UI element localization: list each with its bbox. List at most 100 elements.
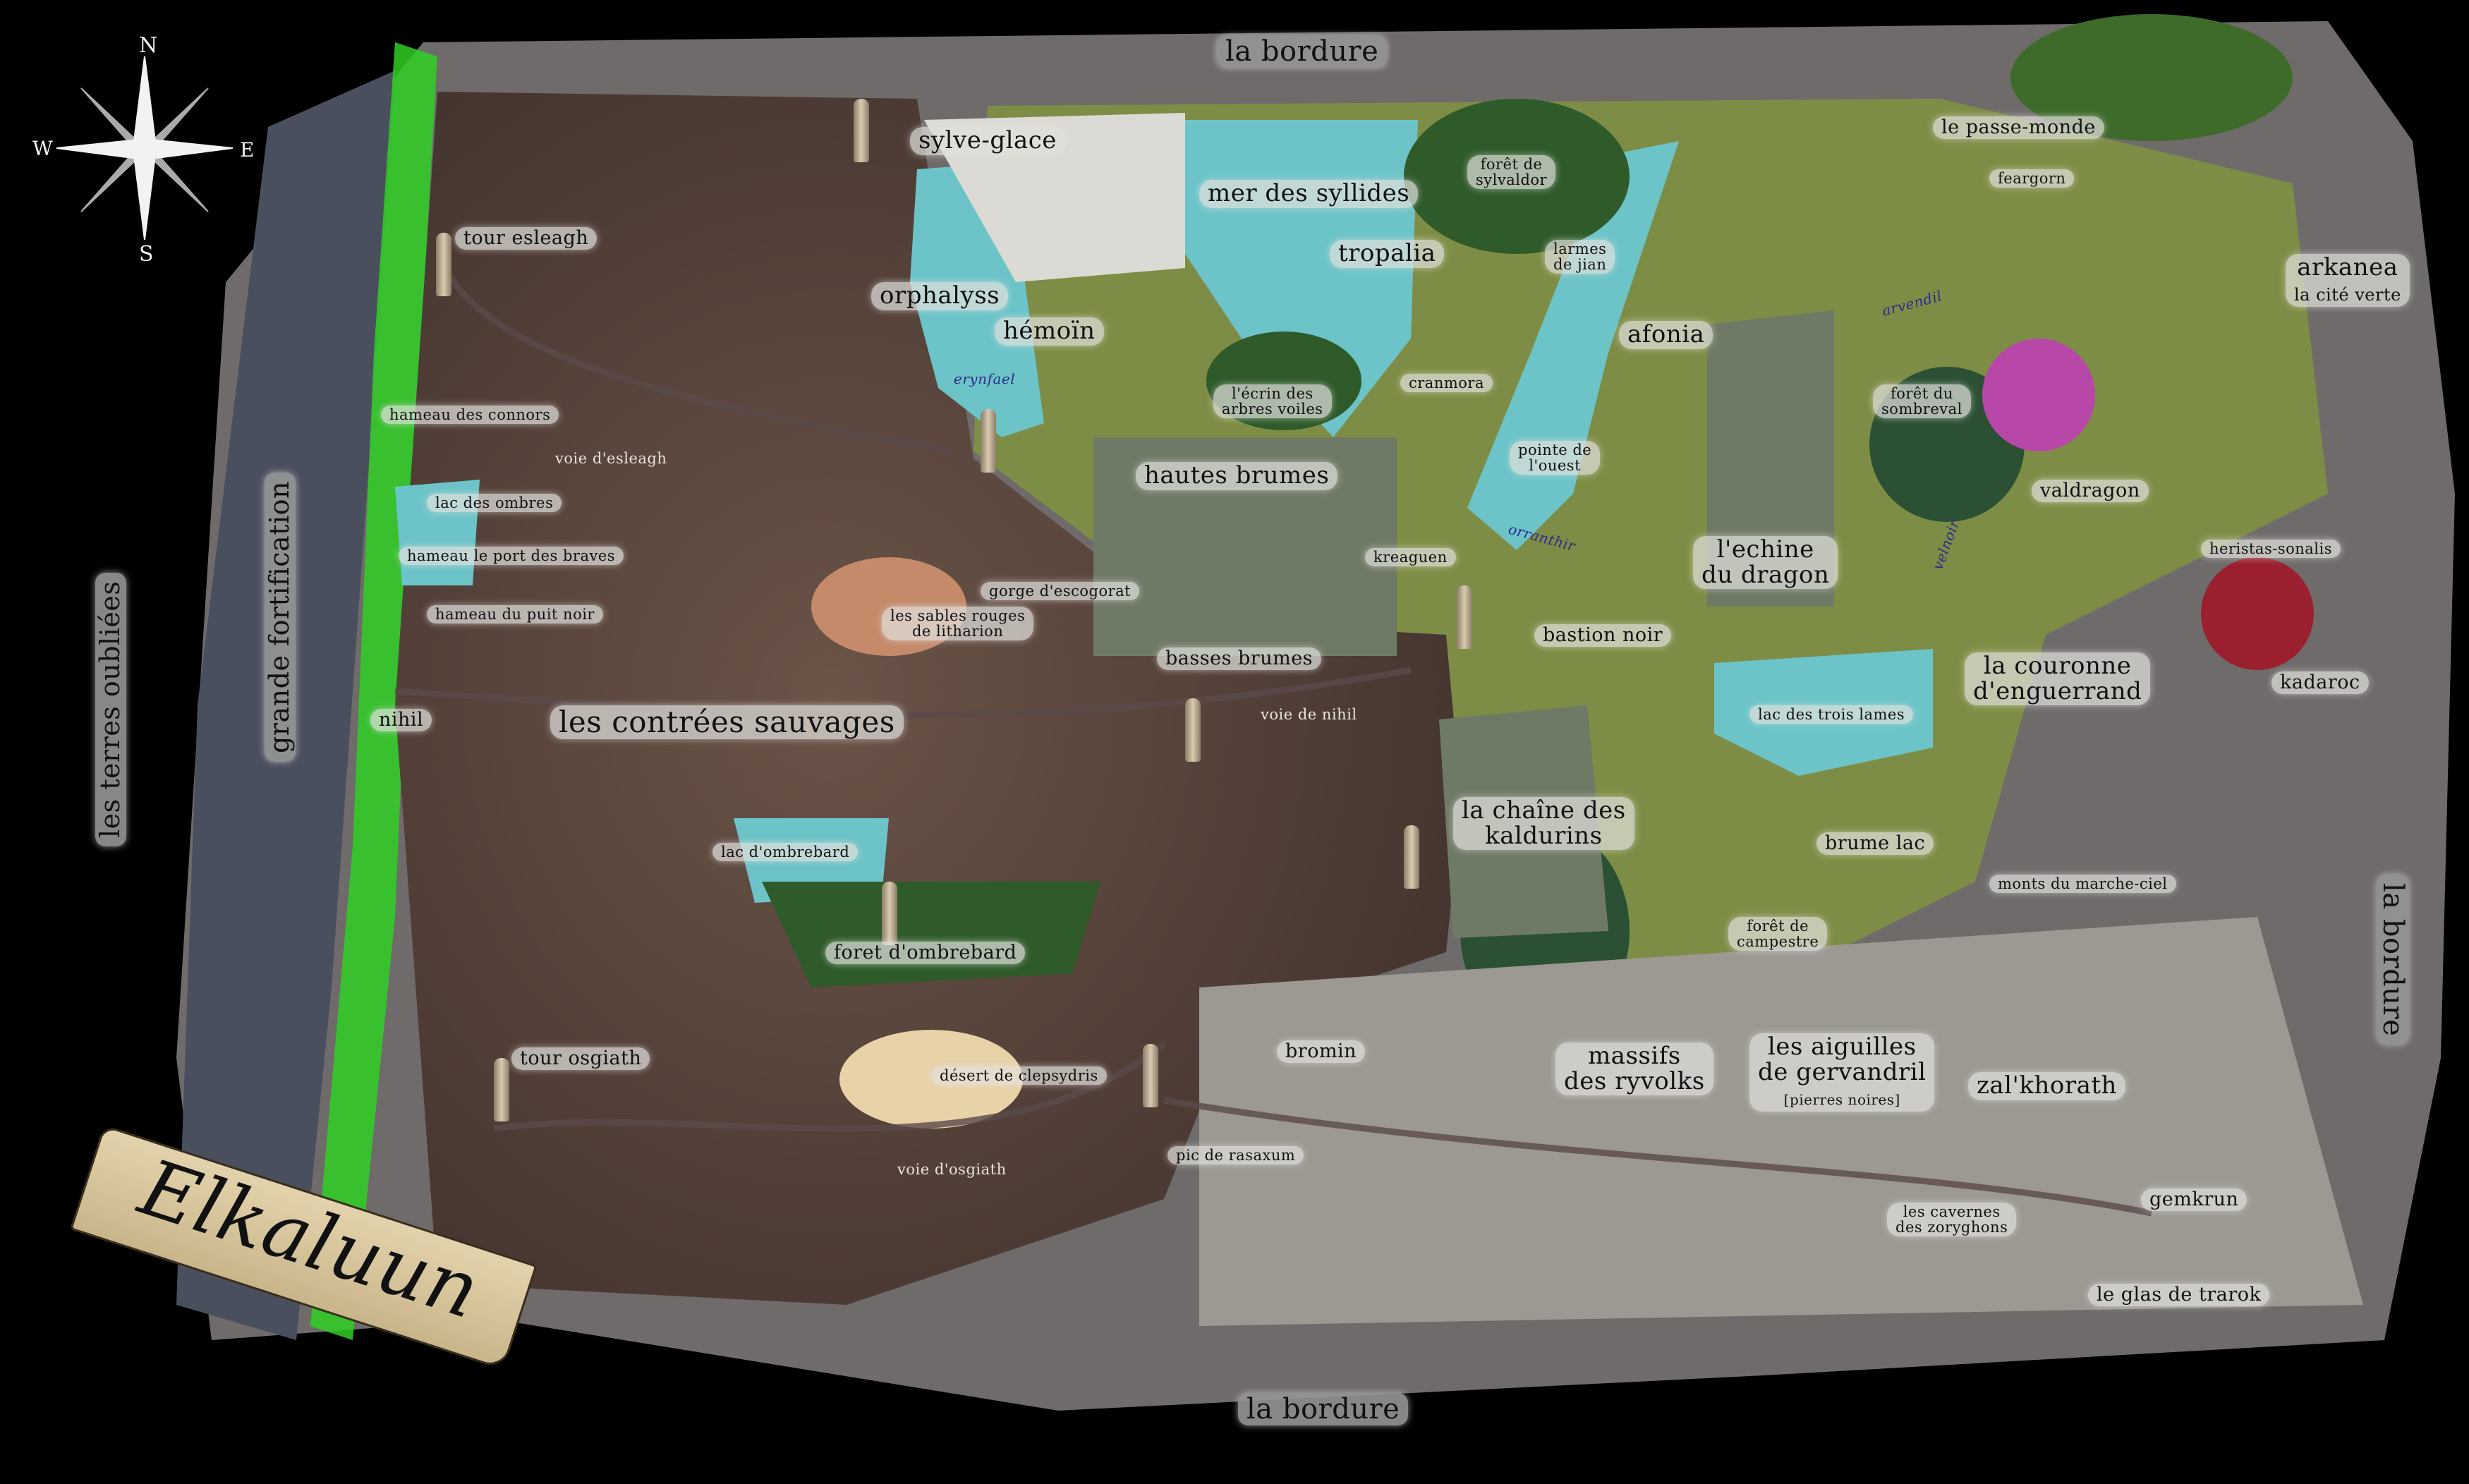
label-kaldurins-line1: la chaîne des <box>1462 796 1626 825</box>
tower-icon <box>882 882 897 945</box>
label-lac-ombrebard: lac d'ombrebard <box>712 843 859 862</box>
label-larmes-jian: larmes de jian <box>1545 240 1615 274</box>
label-echine-line2: du dragon <box>1701 560 1830 589</box>
label-hameau-puit: hameau du puit noir <box>427 605 603 624</box>
label-kreaguen: kreaguen <box>1365 548 1456 567</box>
label-cavernes-line1: les cavernes <box>1903 1203 2001 1220</box>
label-ecrin: l'écrin des arbres voiles <box>1213 384 1332 419</box>
label-hameau-connors: hameau des connors <box>381 406 559 425</box>
tower-icon <box>494 1058 509 1121</box>
label-couronne-line2: d'enguerrand <box>1973 676 2142 705</box>
tower-icon <box>436 233 451 296</box>
label-feargorn: feargorn <box>1989 169 2075 188</box>
label-campestre-line1: forêt de <box>1747 918 1809 935</box>
label-zalkhorath: zal'khorath <box>1968 1072 2125 1100</box>
label-pointe-ouest: pointe de l'ouest <box>1510 441 1601 475</box>
label-cavernes-line2: des zoryghons <box>1895 1219 2008 1236</box>
label-foret-ombrebard: foret d'ombrebard <box>825 942 1026 965</box>
label-arkanea: arkanea la cité verte <box>2286 253 2410 308</box>
label-sylve-glace: sylve-glace <box>910 127 1065 155</box>
label-desert-clepsydris: désert de clepsydris <box>931 1066 1107 1085</box>
label-pic-rasaxum: pic de rasaxum <box>1167 1146 1304 1165</box>
label-sables-line1: les sables rouges <box>890 607 1026 624</box>
label-hemoin: hémoïn <box>995 317 1104 346</box>
label-voie-esleagh: voie d'esleagh <box>555 450 667 467</box>
label-foret-campestre: forêt de campestre <box>1728 917 1828 951</box>
label-bromin: bromin <box>1277 1040 1366 1064</box>
label-larmes-line1: larmes <box>1553 241 1607 257</box>
label-basses-brumes: basses brumes <box>1157 647 1322 671</box>
label-border-bottom: la bordure <box>1238 1393 1409 1425</box>
label-chaine-kaldurins: la chaîne des kaldurins <box>1453 796 1634 851</box>
label-hameau-port: hameau le port des braves <box>399 547 624 566</box>
label-larmes-line2: de jian <box>1553 256 1607 274</box>
label-arkanea-line2: la cité verte <box>2294 284 2401 305</box>
compass-s: S <box>139 242 154 267</box>
label-mer-syllides: mer des syllides <box>1199 180 1419 208</box>
label-heristas-sonalis: heristas-sonalis <box>2201 540 2341 559</box>
tower-icon <box>1457 585 1472 649</box>
compass-rose-icon: N S W E <box>32 33 254 267</box>
label-sylvaldor-line2: sylvaldor <box>1476 171 1548 189</box>
label-valdragon: valdragon <box>2032 480 2149 503</box>
label-sylvaldor: forêt de sylvaldor <box>1467 155 1556 190</box>
label-cavernes-zoryghons: les cavernes des zoryghons <box>1887 1203 2017 1237</box>
label-pointe-line1: pointe de <box>1518 442 1592 458</box>
compass-w: W <box>32 137 53 160</box>
label-campestre-line2: campestre <box>1737 933 1819 951</box>
label-aiguilles-line1: les aiguilles <box>1767 1033 1917 1061</box>
label-ecrin-line1: l'écrin des <box>1231 385 1314 402</box>
label-border-right: la bordure <box>2377 875 2409 1045</box>
label-passe-monde: le passe-monde <box>1933 116 2104 140</box>
label-kadaroc: kadaroc <box>2271 671 2369 695</box>
label-voie-osgiath: voie d'osgiath <box>897 1161 1007 1178</box>
label-aiguilles-gervandril: les aiguilles de gervandril [pierres noi… <box>1749 1033 1935 1112</box>
label-lac-ombres: lac des ombres <box>427 494 562 513</box>
label-bastion-noir: bastion noir <box>1534 624 1672 647</box>
tower-icon <box>981 409 996 473</box>
label-couronne-line1: la couronne <box>1983 652 2132 680</box>
tower-icon <box>1185 698 1201 762</box>
label-great-fortification: grande fortification <box>264 473 296 762</box>
label-massifs-line1: massifs <box>1587 1042 1681 1070</box>
label-tropalia: tropalia <box>1330 240 1445 268</box>
label-border-top: la bordure <box>1217 35 1388 68</box>
label-forgotten-lands: les terres oubliées <box>95 572 126 846</box>
tower-icon <box>1404 825 1419 889</box>
label-aiguilles-line3: [pierres noires] <box>1783 1091 1900 1109</box>
tower-icon <box>854 99 869 162</box>
label-contrees-sauvages: les contrées sauvages <box>550 705 904 740</box>
label-tour-osgiath: tour osgiath <box>511 1047 650 1071</box>
label-pointe-line2: l'ouest <box>1529 457 1582 475</box>
label-glas-trarok: le glas de trarok <box>2088 1284 2270 1307</box>
label-massifs-ryvolks: massifs des ryvolks <box>1555 1042 1713 1096</box>
label-gorge-escogorat: gorge d'escogorat <box>981 582 1140 601</box>
label-echine-dragon: l'echine du dragon <box>1693 535 1838 590</box>
label-ecrin-line2: arbres voiles <box>1222 401 1323 418</box>
label-cranmora: cranmora <box>1400 374 1493 393</box>
label-sombreval-line2: sombreval <box>1881 401 1963 418</box>
label-arkanea-line1: arkanea <box>2297 253 2398 281</box>
label-monts-marche-ciel: monts du marche-ciel <box>1989 875 2176 894</box>
tower-icon <box>1143 1044 1158 1107</box>
label-voie-nihil: voie de nihil <box>1261 706 1357 723</box>
label-orphalyss: orphalyss <box>871 282 1009 310</box>
label-lac-trois-lames: lac des trois lames <box>1749 705 1914 724</box>
label-gemkrun: gemkrun <box>2141 1188 2247 1212</box>
label-kaldurins-line2: kaldurins <box>1485 821 1603 850</box>
label-river-erynfael: erynfael <box>954 370 1016 387</box>
label-tour-esleagh: tour esleagh <box>455 227 597 250</box>
label-massifs-line2: des ryvolks <box>1564 1066 1705 1095</box>
label-sables-rouges: les sables rouges de litharion <box>882 607 1034 641</box>
compass-n: N <box>139 33 157 58</box>
label-sylvaldor-line1: forêt de <box>1480 156 1543 173</box>
label-brume-lac: brume lac <box>1816 832 1934 856</box>
label-foret-sombreval: forêt du sombreval <box>1873 384 1971 419</box>
label-afonia: afonia <box>1619 321 1713 349</box>
label-couronne-enguerrand: la couronne d'enguerrand <box>1965 652 2151 706</box>
label-echine-line1: l'echine <box>1716 535 1814 564</box>
label-sombreval-line1: forêt du <box>1890 385 1953 402</box>
label-nihil: nihil <box>370 709 432 732</box>
